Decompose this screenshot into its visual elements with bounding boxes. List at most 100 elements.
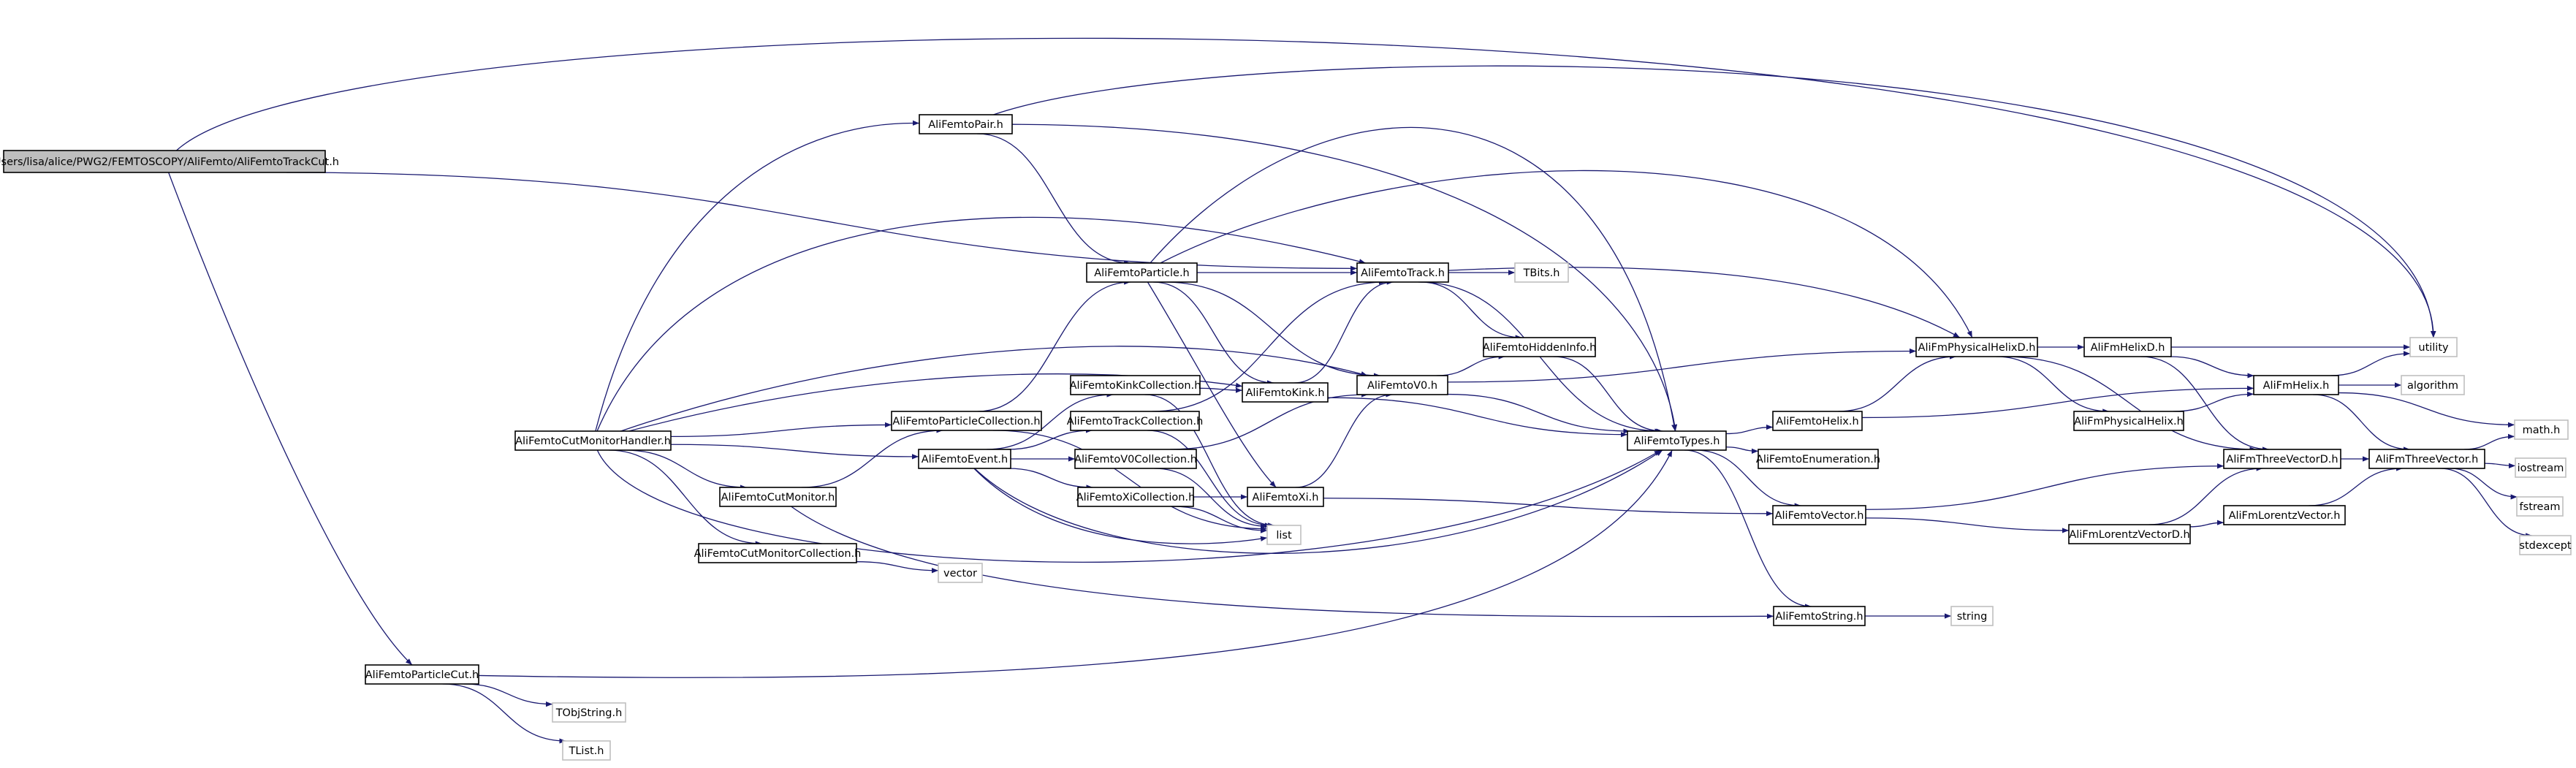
node-root[interactable]: /Users/lisa/alice/PWG2/FEMTOSCOPY/AliFem…: [0, 150, 339, 173]
node-lorentzvecd[interactable]: AliFmLorentzVectorD.h: [2068, 524, 2191, 544]
node-label: stdexcept: [2519, 540, 2572, 552]
node-cutmon[interactable]: AliFemtoCutMonitor.h: [719, 487, 837, 507]
node-box: [2401, 375, 2465, 395]
node-kink[interactable]: AliFemtoKink.h: [1242, 382, 1329, 403]
node-helixd[interactable]: AliFmHelixD.h: [2083, 337, 2172, 357]
node-label: AliFmLorentzVector.h: [2229, 510, 2341, 522]
node-stdexcept[interactable]: stdexcept: [2519, 535, 2572, 555]
edge-partcoll-to-list: [992, 430, 1268, 532]
edge-femvector-to-lorentzvecd: [1865, 517, 2070, 533]
node-box: [1077, 487, 1194, 507]
node-trackcoll[interactable]: AliFemtoTrackCollection.h: [1067, 411, 1204, 431]
node-box: [1266, 525, 1302, 545]
edges-layer: [168, 37, 2533, 744]
node-box: [2083, 337, 2172, 357]
node-box: [2073, 411, 2184, 431]
node-box: [365, 664, 479, 685]
node-box: [1514, 262, 1569, 283]
node-box: [1074, 449, 1197, 469]
node-partcut[interactable]: AliFemtoParticleCut.h: [365, 664, 479, 685]
node-box: [2068, 524, 2191, 544]
node-types[interactable]: AliFemtoTypes.h: [1627, 430, 1727, 451]
node-tobjstring[interactable]: TObjString.h: [552, 702, 626, 723]
node-list[interactable]: list: [1266, 525, 1302, 545]
node-algorithm[interactable]: algorithm: [2401, 375, 2465, 395]
node-label: AliFemtoKink.h: [1245, 387, 1324, 399]
node-box: [562, 740, 611, 761]
node-iostream[interactable]: iostream: [2515, 457, 2566, 478]
node-v0coll[interactable]: AliFemtoV0Collection.h: [1074, 449, 1197, 469]
node-box: [2368, 449, 2485, 469]
node-box: [698, 543, 857, 563]
edge-event-to-types: [974, 449, 1663, 554]
node-box: [1627, 430, 1727, 451]
node-lorentzvec[interactable]: AliFmLorentzVector.h: [2223, 505, 2346, 525]
node-cutmonhandler[interactable]: AliFemtoCutMonitorHandler.h: [514, 430, 672, 451]
node-label: AliFemtoEnumeration.h: [1756, 454, 1880, 465]
node-tbits[interactable]: TBits.h: [1514, 262, 1569, 283]
node-threevecd[interactable]: AliFmThreeVectorD.h: [2223, 449, 2341, 469]
node-fstream[interactable]: fstream: [2516, 496, 2564, 517]
edge-cutmonhandler-to-types: [596, 449, 1662, 563]
node-utility[interactable]: utility: [2409, 337, 2458, 357]
node-string[interactable]: string: [1950, 606, 1994, 626]
node-physhelix[interactable]: AliFmPhysicalHelix.h: [2073, 411, 2184, 431]
node-box: [2253, 375, 2339, 395]
node-label: AliFemtoHelix.h: [1776, 416, 1858, 427]
node-label: string: [1957, 611, 1988, 623]
edge-lorentzvecd-to-lorentzvec: [2189, 520, 2224, 528]
node-vector[interactable]: vector: [938, 563, 983, 583]
node-label: AliFmHelixD.h: [2091, 342, 2165, 354]
edge-lorentzvecd-to-threevecd: [2148, 465, 2263, 525]
node-xicoll[interactable]: AliFemtoXiCollection.h: [1076, 487, 1196, 507]
node-math[interactable]: math.h: [2514, 419, 2569, 440]
edge-cutmonhandler-to-pair: [595, 120, 920, 432]
node-box: [1758, 449, 1879, 469]
node-hidden[interactable]: AliFemtoHiddenInfo.h: [1483, 337, 1597, 357]
node-kinkcoll[interactable]: AliFemtoKinkCollection.h: [1070, 375, 1201, 395]
node-label: AliFemtoCutMonitorHandler.h: [515, 436, 671, 447]
edge-kink-to-track: [1294, 279, 1394, 384]
edge-lorentzvec-to-threevec: [2308, 465, 2404, 506]
node-box: [1070, 375, 1201, 395]
node-enumeration[interactable]: AliFemtoEnumeration.h: [1756, 449, 1880, 469]
edge-xicoll-to-list: [1172, 506, 1268, 533]
edge-root-to-utility: [175, 37, 2436, 338]
node-event[interactable]: AliFemtoEvent.h: [918, 449, 1011, 469]
node-label: AliFemtoTypes.h: [1634, 436, 1720, 447]
node-label: AliFemtoParticleCollection.h: [892, 416, 1040, 427]
node-cutmoncoll[interactable]: AliFemtoCutMonitorCollection.h: [694, 543, 862, 563]
node-label: AliFmHelix.h: [2263, 380, 2330, 392]
edge-trackcoll-to-list: [1147, 430, 1272, 528]
edge-v0-to-types: [1447, 393, 1630, 434]
edge-threevec-to-fstream: [2449, 468, 2518, 500]
edge-event-to-kinkcoll: [987, 392, 1114, 450]
edge-cutmonhandler-to-v0: [620, 346, 1368, 432]
node-v0[interactable]: AliFemtoV0.h: [1356, 375, 1448, 395]
node-box: [1247, 487, 1324, 507]
node-track[interactable]: AliFemtoTrack.h: [1356, 262, 1449, 283]
node-pair[interactable]: AliFemtoPair.h: [919, 114, 1013, 134]
node-label: AliFmLorentzVectorD.h: [2069, 529, 2189, 541]
node-femhelix[interactable]: AliFemtoHelix.h: [1772, 411, 1863, 431]
node-box: [918, 449, 1011, 469]
node-fmhelix[interactable]: AliFmHelix.h: [2253, 375, 2339, 395]
edge-kink-to-types: [1327, 397, 1628, 438]
node-femstring[interactable]: AliFemtoString.h: [1773, 606, 1866, 626]
edge-root-to-partcut: [168, 172, 413, 666]
node-tlist[interactable]: TList.h: [562, 740, 611, 761]
node-physhelixd[interactable]: AliFmPhysicalHelixD.h: [1915, 337, 2038, 357]
edge-threevec-to-math: [2463, 433, 2515, 450]
node-partcoll[interactable]: AliFemtoParticleCollection.h: [891, 411, 1042, 431]
node-label: algorithm: [2407, 380, 2458, 392]
edge-cutmon-to-partcoll: [801, 427, 943, 488]
node-particle[interactable]: AliFemtoParticle.h: [1086, 262, 1198, 283]
node-label: AliFemtoV0Collection.h: [1074, 454, 1197, 465]
node-box: [1356, 375, 1448, 395]
node-box: [1242, 382, 1329, 403]
node-label: TList.h: [568, 745, 604, 757]
node-femvector[interactable]: AliFemtoVector.h: [1772, 505, 1866, 525]
node-xi[interactable]: AliFemtoXi.h: [1247, 487, 1324, 507]
node-threevec[interactable]: AliFmThreeVector.h: [2368, 449, 2485, 469]
